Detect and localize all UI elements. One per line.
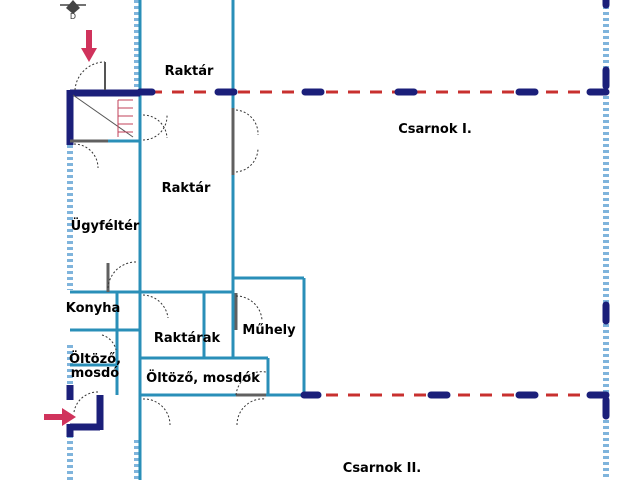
room-label-raktar-mid: Raktár <box>162 181 211 196</box>
doors <box>73 61 267 426</box>
compass-letter: D <box>70 12 76 21</box>
room-label-ugyfelter: Ügyféltér <box>71 218 140 234</box>
entrance-arrow-top <box>81 30 97 62</box>
entrance-arrow-left <box>44 408 76 426</box>
room-label-oltozo-mosdok: Öltöző, mosdók <box>146 370 260 386</box>
glass-walls <box>67 0 609 480</box>
room-label-csarnok-2: Csarnok II. <box>343 461 421 476</box>
compass-icon: D <box>60 0 86 21</box>
room-label-konyha: Konyha <box>66 301 121 316</box>
partition-lines <box>150 90 606 397</box>
wall-markers <box>136 0 610 420</box>
room-label-oltozo-small-line2: mosdó <box>71 366 120 381</box>
staircase <box>72 94 134 138</box>
room-label-oltozo-small-line1: Öltöző, <box>69 351 121 367</box>
room-label-raktarak: Raktárak <box>154 331 221 346</box>
inner-walls <box>70 0 306 480</box>
outer-walls <box>66 89 266 437</box>
room-label-raktar-top: Raktár <box>165 64 214 79</box>
room-label-muhely: Műhely <box>242 323 296 338</box>
room-label-csarnok-1: Csarnok I. <box>398 122 472 137</box>
